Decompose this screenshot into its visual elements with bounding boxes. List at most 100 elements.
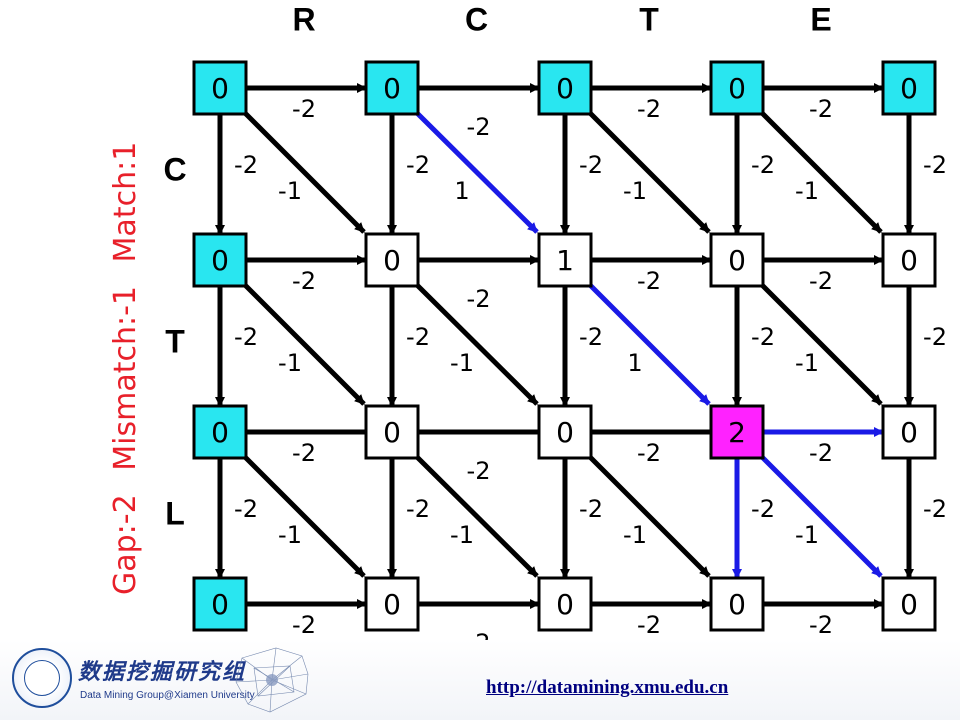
matrix-cell: 0: [364, 576, 420, 632]
match-score-label: Match:1: [108, 142, 143, 263]
horizontal-edge-score: -2: [467, 629, 491, 640]
matrix-cell-box: [537, 60, 593, 116]
matrix-cell: 0: [881, 576, 937, 632]
matrix-cell: 0: [192, 404, 248, 460]
diagonal-edge-score: -1: [278, 349, 302, 377]
scoring-legend: Gap:-2 Mismatch:-1 Match:1: [108, 142, 143, 595]
matrix-cell: 0: [881, 404, 937, 460]
column-header: E: [810, 1, 831, 37]
matrix-cell-value: 0: [556, 72, 574, 105]
matrix-cell-value: 0: [383, 244, 401, 277]
diagonal-edge: [759, 110, 883, 234]
diagonal-edge: [242, 454, 366, 578]
matrix-cell-box: [537, 404, 593, 460]
matrix-cell: 0: [192, 232, 248, 288]
matrix-cell: 0: [537, 576, 593, 632]
matrix-cell: 0: [364, 404, 420, 460]
matrix-cell: 0: [192, 576, 248, 632]
matrix-cell-box: [364, 232, 420, 288]
matrix-cell-value: 0: [211, 416, 229, 449]
horizontal-edge-score: -2: [467, 285, 491, 313]
horizontal-edge-score: -2: [637, 611, 661, 639]
diagonal-edge: [587, 110, 711, 234]
matrix-cell-box: [364, 60, 420, 116]
diagonal-edge-score: -1: [795, 521, 819, 549]
matrix-cell: 0: [364, 60, 420, 116]
matrix-cell-box: [709, 60, 765, 116]
diagonal-edge: [414, 110, 539, 234]
horizontal-edge-score: -2: [637, 95, 661, 123]
horizontal-edge-score: -2: [467, 457, 491, 485]
matrix-cell-value: 0: [900, 244, 918, 277]
matrix-cell-box: [881, 576, 937, 632]
matrix-cell: 0: [709, 60, 765, 116]
network-graph-icon: [235, 647, 309, 713]
matrix-cell-box: [364, 576, 420, 632]
footer-bar: [0, 640, 960, 720]
matrix-cell-value: 0: [211, 588, 229, 621]
matrix-cell-box: [192, 576, 248, 632]
matrix-cell: 0: [192, 60, 248, 116]
horizontal-edge-score: -2: [809, 95, 833, 123]
matrix-cell: 0: [709, 576, 765, 632]
matrix-cell-box: [881, 60, 937, 116]
horizontal-edge-score: -2: [292, 95, 316, 123]
column-header: T: [639, 1, 659, 37]
horizontal-edge-score: -2: [637, 267, 661, 295]
diagonal-edge-score: -1: [450, 521, 474, 549]
matrix-cell-value: 2: [728, 416, 746, 449]
matrix-cell-box: [709, 404, 765, 460]
diagonal-edge: [587, 454, 711, 578]
vertical-edge-score: -2: [923, 323, 947, 351]
matrix-cell-value: 0: [383, 72, 401, 105]
vertical-edge-score: -2: [234, 495, 258, 523]
row-header: C: [163, 151, 186, 187]
matrix-cell-box: [881, 404, 937, 460]
diagonal-edge-score: -1: [278, 177, 302, 205]
matrix-cell: 0: [537, 60, 593, 116]
matrix-cell: 1: [537, 232, 593, 288]
vertical-edge-score: -2: [923, 151, 947, 179]
horizontal-edge-score: -2: [809, 611, 833, 639]
matrix-cell-value: 0: [211, 244, 229, 277]
matrix-cell-value: 0: [556, 588, 574, 621]
url-link[interactable]: http://datamining.xmu.edu.cn: [486, 677, 729, 698]
diagonal-edge: [759, 282, 883, 406]
matrix-cell: 0: [537, 404, 593, 460]
matrix-cell-box: [364, 404, 420, 460]
matrix-cell-box: [537, 576, 593, 632]
matrix-cell-value: 0: [556, 416, 574, 449]
vertical-edge-score: -2: [234, 323, 258, 351]
mismatch-score-label: Mismatch:-1: [108, 286, 143, 471]
vertical-edge-score: -2: [579, 323, 603, 351]
vertical-edge-score: -2: [751, 495, 775, 523]
matrix-cell-value: 0: [728, 588, 746, 621]
diagonal-edge-score: 1: [454, 177, 469, 205]
matrix-cell-box: [192, 404, 248, 460]
matrix-cell-box: [192, 60, 248, 116]
matrix-cell-value: 0: [900, 588, 918, 621]
row-header: T: [165, 323, 185, 359]
diagonal-edge-score: -1: [795, 177, 819, 205]
matrix-cell-value: 0: [900, 72, 918, 105]
matrix-cell: 0: [881, 60, 937, 116]
gap-score-label: Gap:-2: [108, 494, 143, 595]
vertical-edge-score: -2: [923, 495, 947, 523]
matrix-cell-value: 0: [728, 244, 746, 277]
matrix-cell: 2: [709, 404, 765, 460]
vertical-edge-score: -2: [751, 151, 775, 179]
vertical-edge-score: -2: [406, 323, 430, 351]
diagonal-edge-score: -1: [623, 177, 647, 205]
vertical-edge-score: -2: [406, 495, 430, 523]
diagonal-edge-score: -1: [795, 349, 819, 377]
matrix-cell: 0: [364, 232, 420, 288]
diagonal-edge: [414, 282, 539, 406]
matrix-cell-value: 0: [728, 72, 746, 105]
vertical-edge-score: -2: [579, 151, 603, 179]
university-seal-icon: [12, 648, 72, 708]
diagonal-edge: [242, 282, 366, 406]
matrix-cell: 0: [881, 232, 937, 288]
matrix-cell-box: [881, 232, 937, 288]
matrix-cell-value: 0: [383, 416, 401, 449]
diagonal-edge: [587, 282, 711, 406]
